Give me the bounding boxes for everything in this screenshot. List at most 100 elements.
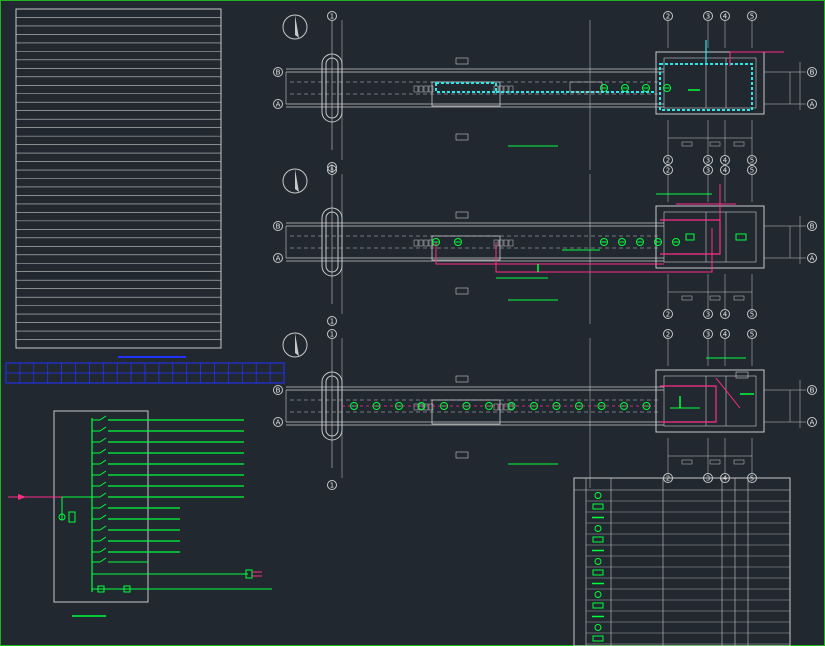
- circuit-breaker: [99, 448, 107, 454]
- grid-bubble-label: A: [810, 419, 815, 427]
- magenta-circuit: [495, 228, 713, 273]
- grid-bubble: [273, 67, 283, 77]
- cable-tray-segment: [413, 403, 419, 411]
- light-fixture: [507, 402, 516, 410]
- end-building: [655, 369, 765, 433]
- label-tag: [455, 451, 469, 459]
- grid-bubble-label: 4: [723, 331, 728, 339]
- circuit-breaker: [99, 547, 107, 553]
- grid-bubble-label: 3: [706, 331, 710, 339]
- dimension-tag: [709, 295, 721, 301]
- grid-bubble: [703, 329, 713, 339]
- circuit-breaker: [99, 525, 107, 531]
- symbol-legend-table: [573, 477, 791, 646]
- grid-bubble-label: B: [810, 387, 815, 395]
- grid-bubble: [273, 221, 283, 231]
- legend-symbol-box: [592, 536, 604, 543]
- feeder-arrow: [18, 494, 26, 500]
- grid-bubble-label: 4: [723, 157, 728, 165]
- dimension-tag: [733, 141, 745, 147]
- legend-symbol-box: [592, 635, 604, 642]
- grid-bubble: [747, 309, 757, 319]
- grid-bubble-label: A: [276, 101, 281, 109]
- magenta-circuit: [435, 242, 664, 265]
- main-meter-symbol: [58, 513, 66, 521]
- main-breaker-symbol: [68, 511, 76, 523]
- light-fixture: [621, 84, 629, 92]
- circuit-breaker: [99, 557, 107, 563]
- grid-bubble: [273, 99, 283, 109]
- north-arrow-needle: [295, 15, 299, 38]
- circuit-breaker: [99, 459, 107, 465]
- grid-bubble: [807, 67, 817, 77]
- grid-bubble: [703, 309, 713, 319]
- grid-bubble-label: B: [276, 387, 281, 395]
- grid-bubble-label: 2: [666, 167, 670, 175]
- grid-bubble-label: A: [810, 101, 815, 109]
- grid-bubble: [663, 329, 673, 339]
- magenta-building-circuit: [660, 385, 717, 423]
- magenta-diag: [715, 377, 741, 409]
- grid-bubble: [327, 165, 337, 175]
- grid-bubble-label: A: [810, 255, 815, 263]
- grid-bubble-label: 1: [330, 482, 334, 490]
- grid-bubble: [273, 385, 283, 395]
- legend-border: [573, 477, 791, 646]
- grid-bubble-label: B: [276, 69, 281, 77]
- grid-bubble: [663, 11, 673, 21]
- middle-room: [431, 399, 501, 425]
- cable-tray-segment: [418, 403, 424, 411]
- grid-bubble-label: 3: [706, 13, 710, 21]
- circuit-breaker: [99, 470, 107, 476]
- distribution-panel-diagram: [8, 410, 272, 617]
- grid-bubble: [807, 221, 817, 231]
- grid-bubble-label: 1: [330, 318, 334, 326]
- grid-bubble: [703, 11, 713, 21]
- grid-bubble: [720, 309, 730, 319]
- cable-tray-segment: [508, 403, 514, 411]
- grid-bubble: [327, 162, 337, 172]
- end-building-inner: [663, 57, 757, 109]
- grid-bubble: [327, 11, 337, 21]
- grid-bubble: [720, 329, 730, 339]
- grid-bubble-label: 1: [330, 167, 334, 175]
- grid-bubble-label: 5: [750, 331, 754, 339]
- grid-bubble: [327, 329, 337, 339]
- equipment-box: [569, 81, 603, 93]
- label-tag: [455, 211, 469, 219]
- grid-bubble: [720, 11, 730, 21]
- grid-bubble: [807, 417, 817, 427]
- grid-bubble: [327, 316, 337, 326]
- grid-bubble: [720, 165, 730, 175]
- grid-bubble-label: A: [276, 255, 281, 263]
- light-fixture: [454, 238, 462, 246]
- grid-bubble-label: 1: [330, 13, 334, 21]
- dimension-tag: [681, 141, 693, 147]
- legend-symbol-box: [592, 503, 604, 510]
- grid-bubble: [747, 11, 757, 21]
- end-building: [655, 51, 765, 115]
- grid-bubble: [747, 165, 757, 175]
- legend-symbol-box: [592, 569, 604, 576]
- label-tag: [455, 133, 469, 141]
- grid-bubble-label: 2: [666, 331, 670, 339]
- end-building-inner: [663, 211, 757, 263]
- magenta-building-circuit: [660, 219, 721, 255]
- label-tag: [455, 375, 469, 383]
- grid-bubble: [720, 155, 730, 165]
- grid-bubble: [327, 480, 337, 490]
- middle-room: [431, 235, 501, 261]
- grid-bubble: [807, 99, 817, 109]
- design-notes-table: [15, 8, 222, 358]
- end-building-inner: [663, 375, 757, 427]
- light-fixture: [597, 402, 606, 410]
- grid-bubble-label: 1: [330, 164, 334, 172]
- grid-bubble-label: 2: [666, 311, 670, 319]
- grid-bubble: [747, 329, 757, 339]
- dimension-tag: [709, 141, 721, 147]
- circuit-breaker: [99, 481, 107, 487]
- dimension-tag: [733, 459, 745, 465]
- grid-bubble: [663, 165, 673, 175]
- grid-bubble: [703, 165, 713, 175]
